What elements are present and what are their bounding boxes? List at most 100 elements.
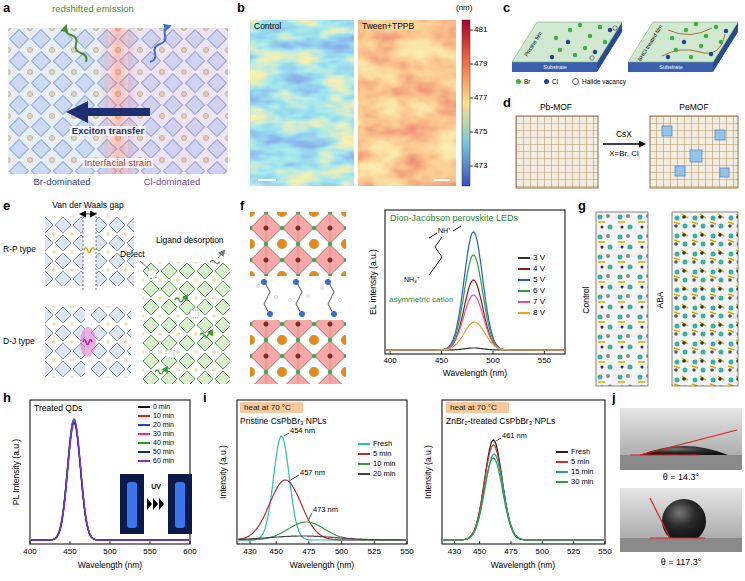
film-sketch (704, 34, 708, 38)
axis-title: Intensity (a.u.) (219, 445, 228, 499)
spectrum-curve (386, 232, 564, 350)
tick-mark (190, 541, 191, 544)
annotation-text: asymmetric cation (389, 296, 453, 305)
axis-title: Wavelength (nm) (78, 561, 142, 570)
heterostructure-lattice (8, 26, 228, 174)
dj-crystal-structure (296, 281, 302, 315)
panel-letter: d (503, 96, 511, 110)
layered-lattice (166, 350, 174, 358)
condition-tag: heat at 70 °C (240, 402, 303, 413)
tick-label: 500 (335, 548, 348, 557)
tick-label: 525 (368, 548, 381, 557)
legend-line (358, 453, 370, 455)
tick-label: 430 (448, 548, 461, 557)
film-sketch (566, 40, 570, 44)
layered-lattice (210, 261, 220, 264)
vial-photo-inset (153, 498, 158, 510)
legend-entry: 40 min (138, 439, 174, 447)
spectrum-curve (386, 280, 564, 350)
annotation-text: Cl-dominated (144, 177, 201, 187)
contact-angle-photo (620, 455, 742, 470)
mof-sketch (516, 116, 598, 188)
film-sketch (668, 28, 712, 35)
legend-text: Cl (552, 78, 558, 85)
dj-crystal-structure (257, 285, 260, 288)
panel-letter: b (237, 1, 245, 15)
dj-crystal-structure (299, 311, 305, 317)
peak-pointer (496, 438, 501, 441)
film-sketch (613, 26, 617, 30)
tick-mark (30, 541, 31, 544)
film-sketch (550, 55, 554, 59)
tick-label: 481 (474, 26, 487, 35)
film-sketch (694, 22, 698, 26)
mof-sketch (662, 126, 672, 136)
layered-lattice (83, 212, 96, 290)
legend-entry: 30 min (556, 478, 594, 486)
tick-mark (493, 351, 494, 354)
legend-text: 20 min (373, 470, 396, 478)
legend-dot (572, 78, 579, 85)
peak-pointer (284, 433, 289, 436)
film-sketch (554, 36, 558, 40)
film-sketch (709, 52, 713, 56)
chemical-group: NH₃⁺ (404, 276, 419, 284)
layered-lattice (45, 212, 230, 384)
dj-crystal-structure (267, 311, 273, 317)
annotation-text: X=Br, Cl (609, 150, 639, 159)
film-sketch (684, 28, 688, 32)
legend-entry: 50 min (138, 448, 174, 456)
tick-label: 550 (538, 357, 551, 366)
dj-crystal-structure (331, 311, 337, 317)
tick-mark (605, 541, 606, 544)
panel-letter: a (3, 1, 10, 15)
panel-letter: j (612, 391, 616, 405)
heterostructure-lattice (98, 28, 138, 174)
layered-lattice (84, 214, 95, 215)
annotation-text: CsX (616, 130, 632, 139)
legend-text: 50 min (153, 448, 174, 456)
tick-mark (341, 541, 342, 544)
pl-maps (250, 20, 473, 186)
film-sketch (512, 62, 597, 72)
tick-mark (407, 541, 408, 544)
legend-text: Fresh (571, 448, 590, 456)
layered-lattice (148, 270, 198, 358)
legend-dot (516, 79, 521, 84)
annotation-text: Treated QDs (34, 404, 82, 413)
tick-label: 550 (598, 548, 611, 557)
tick-mark (542, 541, 543, 544)
angle-label: θ = 117.3° (661, 558, 702, 568)
tag-text: heat at 70 °C (450, 403, 497, 412)
legend-text: 5 min (571, 458, 589, 466)
legend-entry: 7 V (518, 298, 545, 307)
legend-line (138, 460, 150, 462)
spectrum-curve (31, 420, 189, 540)
tick-label: 400 (23, 548, 36, 557)
legend-line (556, 451, 568, 453)
axis-title: PL Intensity (a.u.) (12, 439, 21, 505)
tick-mark (250, 541, 251, 544)
vial-photo-inset (168, 474, 192, 534)
panel-letter: i (203, 391, 207, 405)
map-title: Tween+TPPB (362, 22, 414, 31)
annotation-text: Van der Waals gap (52, 201, 123, 210)
contact-angle-photo (650, 537, 705, 538)
chart-axes (30, 400, 190, 544)
legend-line (518, 268, 530, 270)
chemical-group: NH⁺ (438, 227, 450, 235)
annotation-text: Pb-MOF (540, 103, 572, 112)
layered-lattice (155, 370, 167, 374)
film-sketch (724, 29, 728, 33)
layered-lattice (175, 298, 187, 302)
legend-entry: Fresh (358, 440, 392, 448)
legend-text: 7 V (533, 298, 545, 307)
legend-entry: 10 min (358, 460, 396, 468)
vial-photo-inset (147, 498, 152, 510)
annotation-text: Substrate (543, 64, 567, 70)
legend-entry: 4 V (518, 265, 545, 274)
legend-entry: 20 min (138, 421, 174, 429)
film-sketch (590, 56, 594, 60)
tick-label: 550 (400, 548, 413, 557)
